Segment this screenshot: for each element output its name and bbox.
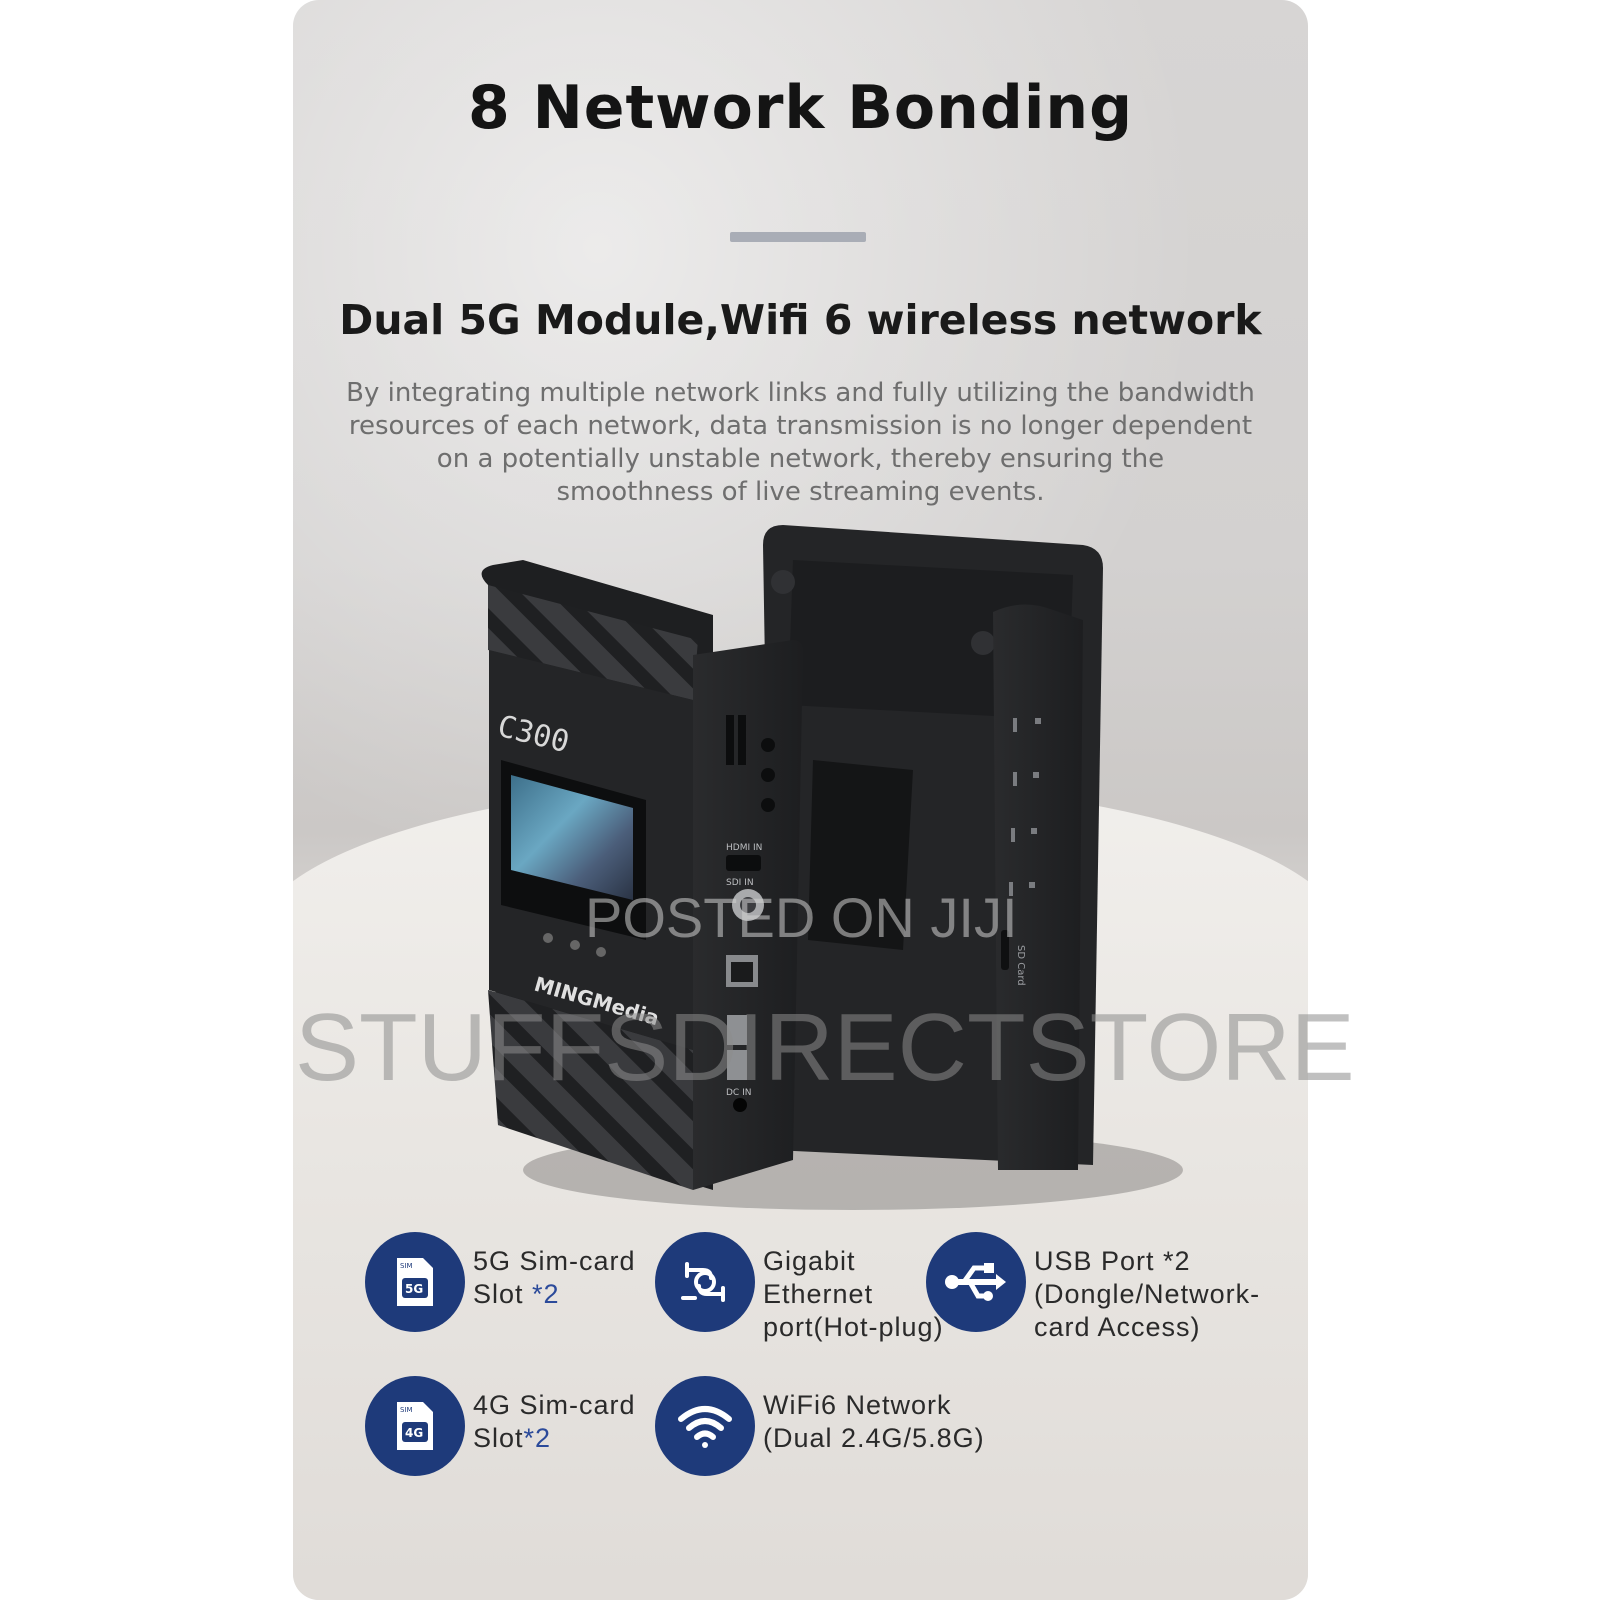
- feature-line: Ethernet: [763, 1279, 874, 1309]
- feature-line: 5G Sim-card: [473, 1246, 636, 1276]
- feature-5g-sim: SIM 5G 5G Sim-card Slot *2: [365, 1232, 636, 1332]
- feature-text: Slot: [473, 1279, 533, 1309]
- feature-4g-sim: SIM 4G 4G Sim-card Slot*2: [365, 1376, 636, 1476]
- device-illustration: SD Card C300 MINGMedia: [481, 525, 1183, 1210]
- feature-usb: USB Port *2 (Dongle/Network- card Access…: [926, 1232, 1260, 1344]
- feature-count: *2: [532, 1279, 560, 1309]
- poster-subtitle: Dual 5G Module,Wifi 6 wireless network: [339, 296, 1262, 344]
- sim-badge: 5G: [405, 1282, 423, 1296]
- feature-count: *2: [523, 1423, 552, 1453]
- port-label: DC IN: [726, 1088, 751, 1098]
- description-line: By integrating multiple network links an…: [346, 378, 1255, 408]
- port-label: SDI IN: [726, 878, 754, 888]
- usb-icon: [926, 1232, 1026, 1332]
- feature-label: 4G Sim-card Slot*2: [473, 1376, 636, 1455]
- front-unit: C300 MINGMedia: [481, 560, 803, 1190]
- store-watermark: STUFFSDIRECTSTORE: [295, 994, 1355, 1101]
- description-line: resources of each network, data transmis…: [348, 411, 1253, 441]
- feature-line: Slot*2: [473, 1422, 636, 1455]
- wifi-icon: [655, 1376, 755, 1476]
- feature-ethernet: Gigabit Ethernet port(Hot-plug): [655, 1232, 944, 1344]
- title-divider: [730, 232, 866, 242]
- posted-watermark: POSTED ON JIJI: [585, 886, 1018, 949]
- description-line: smoothness of live streaming events.: [556, 477, 1045, 507]
- feature-line: USB Port *2: [1034, 1246, 1191, 1276]
- ethernet-icon: [655, 1232, 755, 1332]
- sim-5g-icon: SIM 5G: [365, 1232, 465, 1332]
- feature-wifi: WiFi6 Network (Dual 2.4G/5.8G): [655, 1376, 985, 1476]
- feature-line: (Dual 2.4G/5.8G): [763, 1423, 985, 1453]
- feature-text: Slot: [473, 1423, 524, 1453]
- feature-line: 4G Sim-card: [473, 1390, 636, 1420]
- description-line: on a potentially unstable network, there…: [436, 444, 1165, 474]
- feature-line: WiFi6 Network: [763, 1390, 952, 1420]
- feature-label: 5G Sim-card Slot *2: [473, 1232, 636, 1311]
- feature-label: WiFi6 Network (Dual 2.4G/5.8G): [763, 1376, 985, 1455]
- sim-4g-icon: SIM 4G: [365, 1376, 465, 1476]
- sim-label: SIM: [400, 1262, 413, 1270]
- feature-label: Gigabit Ethernet port(Hot-plug): [763, 1232, 944, 1344]
- port-label: HDMI IN: [726, 843, 762, 853]
- sim-badge: 4G: [405, 1426, 423, 1440]
- device-screen: [511, 775, 633, 900]
- feature-label: USB Port *2 (Dongle/Network- card Access…: [1034, 1232, 1260, 1344]
- feature-line: (Dongle/Network-: [1034, 1279, 1261, 1309]
- feature-line: card Access): [1034, 1312, 1201, 1342]
- sd-card-label: SD Card: [1015, 945, 1026, 986]
- product-poster: 8 Network Bonding Dual 5G Module,Wifi 6 …: [293, 0, 1308, 1600]
- feature-line: Gigabit: [763, 1246, 856, 1276]
- poster-title: 8 Network Bonding: [467, 73, 1134, 143]
- sim-label: SIM: [400, 1406, 413, 1414]
- feature-line: port(Hot-plug): [763, 1312, 944, 1342]
- poster-description: By integrating multiple network links an…: [323, 377, 1278, 509]
- back-unit: SD Card: [763, 525, 1103, 1170]
- feature-line: Slot *2: [473, 1278, 636, 1311]
